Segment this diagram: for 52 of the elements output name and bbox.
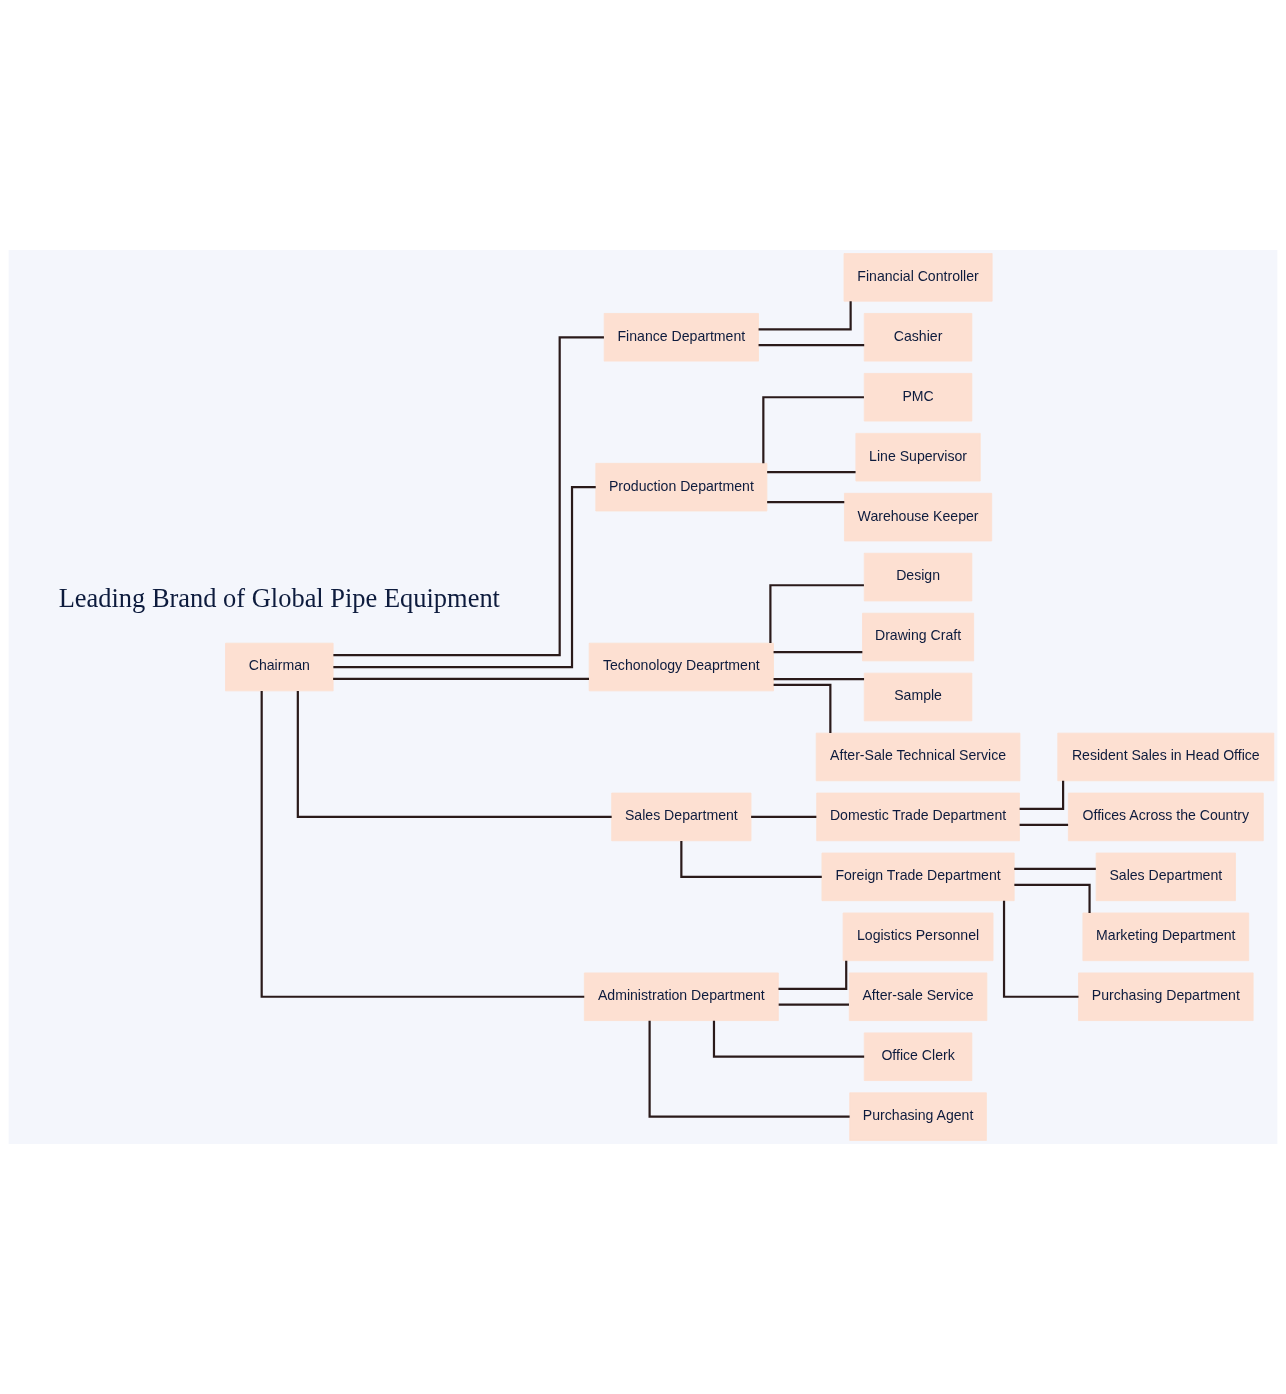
connector: [769, 584, 864, 643]
node-box: Marketing Department: [1082, 912, 1250, 962]
connector: [1014, 867, 1096, 870]
node-box: After-Sale Technical Service: [815, 732, 1021, 782]
connector: [758, 301, 852, 331]
connector: [767, 471, 856, 474]
node-box: Design: [863, 552, 973, 602]
connector: [762, 396, 864, 464]
node-box: Purchasing Department: [1078, 972, 1254, 1021]
connector: [773, 650, 863, 654]
connector: [778, 960, 848, 990]
node-box: Logistics Personnel: [842, 912, 994, 962]
connector: [1002, 900, 1079, 998]
node-box: Sales Department: [1095, 852, 1236, 902]
connector: [712, 1020, 865, 1058]
node-box: Chairman: [225, 642, 334, 692]
connector: [333, 677, 589, 681]
connector: [648, 1020, 850, 1118]
node-box: PMC: [863, 373, 973, 422]
node-box: After-sale Service: [848, 972, 988, 1021]
node-box: Drawing Craft: [862, 612, 975, 662]
node-box: Foreign Trade Department: [821, 852, 1015, 902]
connector: [778, 1003, 849, 1006]
node-box: Sample: [863, 672, 973, 722]
node-box: Domestic Trade Department: [816, 792, 1020, 842]
node-box: Techonology Deaprtment: [588, 642, 774, 692]
connector: [773, 683, 832, 733]
node-box: Cashier: [863, 313, 973, 362]
node-box: Financial Controller: [843, 253, 993, 302]
node-box: Line Supervisor: [855, 432, 981, 482]
connector: [1019, 780, 1065, 811]
node-box: Warehouse Keeper: [844, 492, 993, 542]
connector: [773, 678, 865, 681]
connector: [767, 501, 845, 504]
node-box: Sales Department: [611, 792, 752, 842]
connector: [758, 344, 865, 347]
node-box: Finance Department: [603, 313, 759, 362]
connector: [296, 691, 612, 818]
label: Leading Brand of Global Pipe Equipment: [58, 582, 500, 613]
connector: [751, 815, 817, 818]
connector: [1014, 883, 1091, 913]
node-box: Purchasing Agent: [849, 1092, 987, 1141]
node-box: Production Department: [595, 462, 768, 512]
connector: [260, 691, 585, 998]
node-box: Resident Sales in Head Office: [1057, 732, 1275, 782]
connector: [333, 336, 604, 657]
connector: [1019, 823, 1069, 826]
node-box: Administration Department: [583, 972, 779, 1021]
node-box: Offices Across the Country: [1067, 792, 1264, 842]
node-box: Office Clerk: [863, 1032, 973, 1081]
connector: [680, 840, 822, 878]
connector: [333, 486, 596, 669]
